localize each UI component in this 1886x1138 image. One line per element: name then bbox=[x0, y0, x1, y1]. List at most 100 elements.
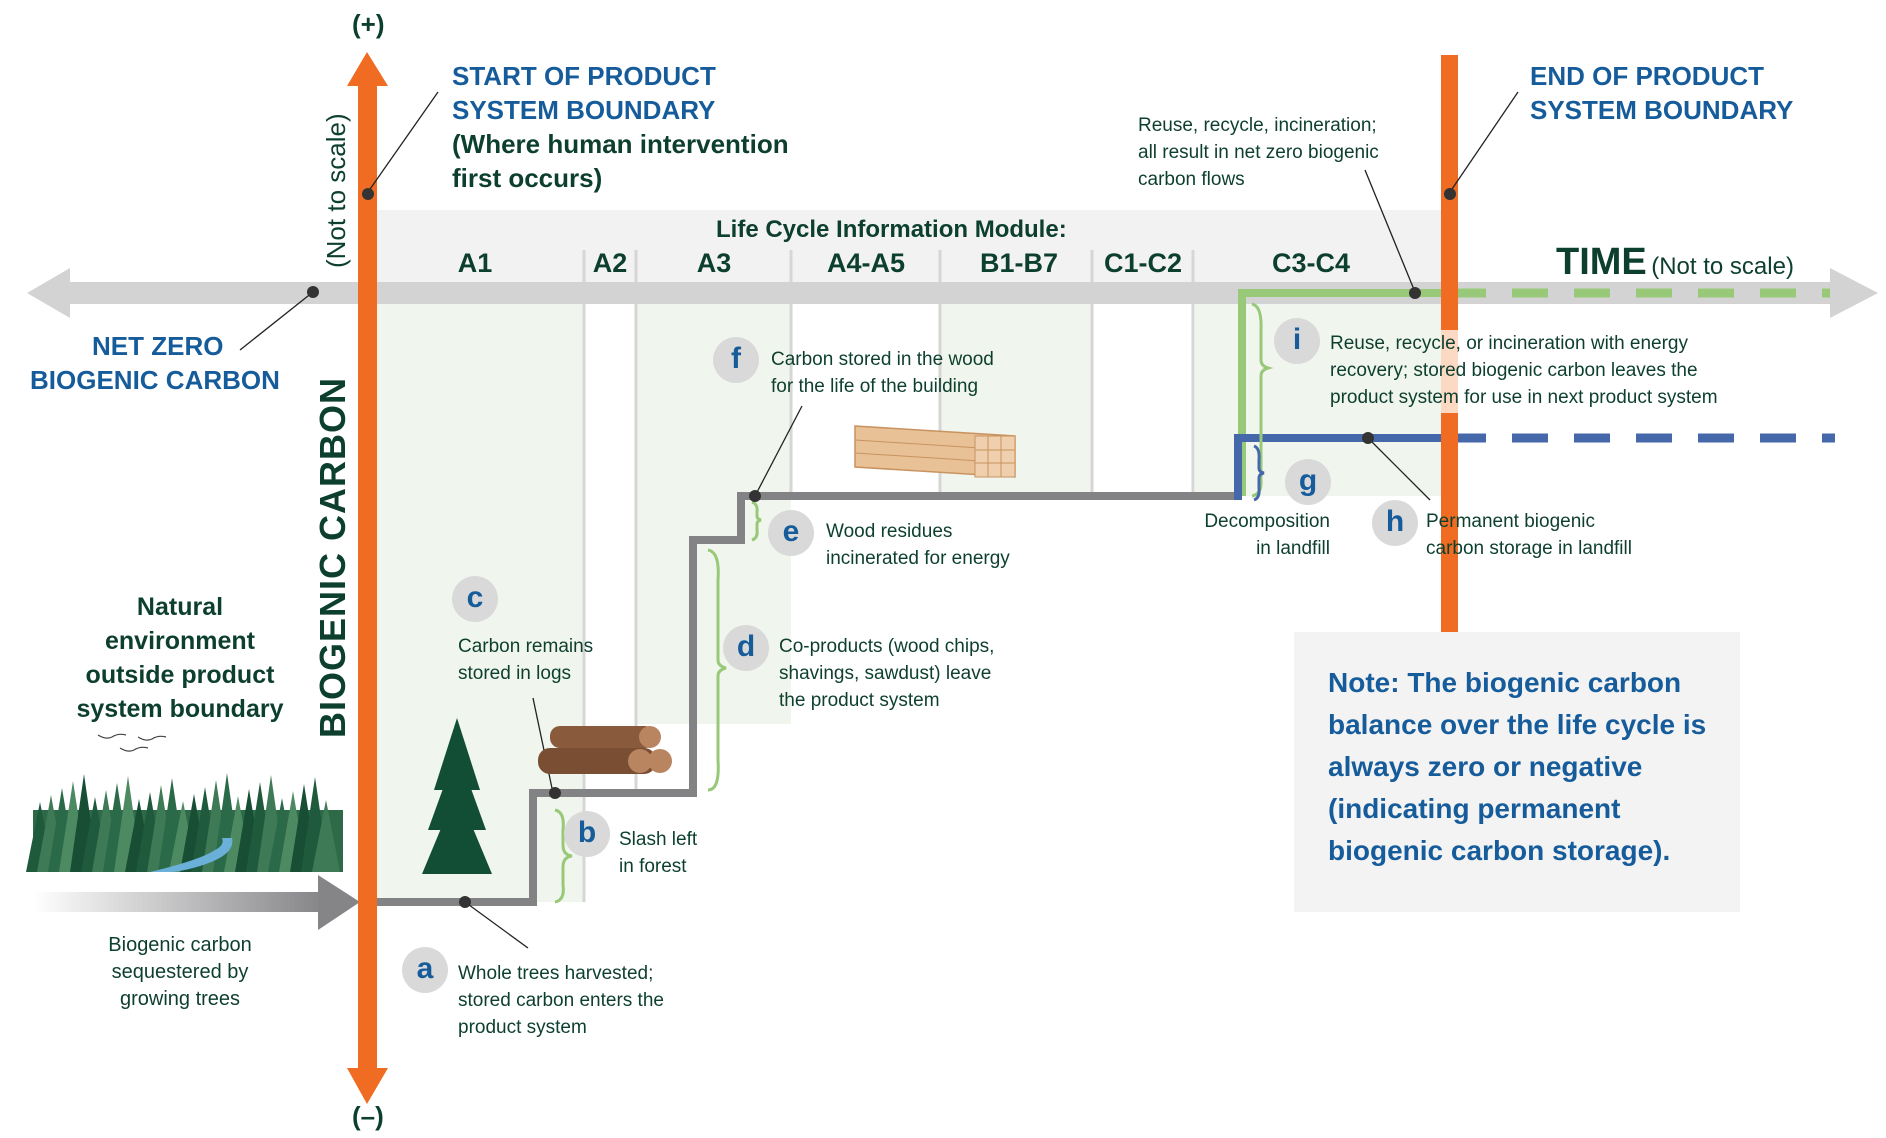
annotation-i-line-3: product system for use in next product s… bbox=[1330, 387, 1718, 408]
start-boundary-bar bbox=[358, 80, 377, 1070]
module-col-i-bg bbox=[1240, 300, 1440, 434]
annotation-g-line-1: Decomposition bbox=[1204, 511, 1330, 532]
end-flows-line-1: Reuse, recycle, incineration; bbox=[1138, 115, 1377, 136]
module-label-c3-c4: C3-C4 bbox=[1271, 248, 1351, 278]
annotation-d-badge: d bbox=[723, 625, 769, 671]
annotation-e-text: Wood residues incinerated for energy bbox=[826, 518, 1010, 572]
lumber-icon bbox=[854, 425, 1016, 478]
end-boundary-faded bbox=[1441, 330, 1458, 413]
annotation-h-line-2: carbon storage in landfill bbox=[1426, 538, 1632, 559]
module-header-title: Life Cycle Information Module: bbox=[716, 216, 1067, 243]
brace-d bbox=[707, 548, 727, 792]
sequestered-line-1: Biogenic carbon bbox=[108, 934, 252, 956]
natural-line-3: outside product bbox=[85, 661, 275, 689]
end-boundary-title-2: SYSTEM BOUNDARY bbox=[1530, 95, 1794, 125]
annotation-d-line-3: the product system bbox=[779, 690, 940, 711]
module-label-a2: A2 bbox=[592, 248, 628, 278]
natural-environment-label: Natural environment outside product syst… bbox=[30, 590, 330, 726]
annotation-d-text: Co-products (wood chips, shavings, sawdu… bbox=[779, 633, 994, 714]
annotation-a-badge: a bbox=[402, 947, 448, 993]
y-axis-minus-label: (–) bbox=[352, 1101, 384, 1131]
time-axis-right-arrow bbox=[1830, 268, 1878, 318]
time-axis-left-arrow bbox=[27, 268, 70, 318]
landfill-line bbox=[1234, 434, 1450, 500]
time-axis-label: TIME (Not to scale) bbox=[1556, 238, 1794, 287]
start-boundary-title-4: first occurs) bbox=[452, 163, 603, 193]
annotation-h-text: Permanent biogenic carbon storage in lan… bbox=[1426, 508, 1632, 562]
annotation-f-badge: f bbox=[713, 337, 759, 383]
annotation-b-line-1: Slash left bbox=[619, 829, 698, 850]
annotation-i-badge: i bbox=[1274, 318, 1320, 364]
reuse-line bbox=[1238, 289, 1450, 496]
natural-line-2: environment bbox=[104, 627, 256, 655]
module-label-b1-b7: B1-B7 bbox=[979, 248, 1059, 278]
single-tree-icon bbox=[422, 718, 492, 874]
leader-start-boundary bbox=[367, 91, 439, 193]
note-text: Note: The biogenic carbon balance over t… bbox=[1328, 667, 1707, 866]
annotation-g-badge: g bbox=[1285, 459, 1331, 505]
time-axis-title: TIME bbox=[1556, 241, 1647, 283]
time-axis bbox=[27, 268, 1878, 318]
natural-line-1: Natural bbox=[136, 593, 224, 621]
sequestered-label: Biogenic carbon sequestered by growing t… bbox=[40, 932, 320, 1013]
module-header-band bbox=[377, 210, 1441, 282]
annotation-g-line-2: in landfill bbox=[1256, 538, 1330, 559]
annotation-d-line-2: shavings, sawdust) leave bbox=[779, 663, 992, 684]
forest-illustration bbox=[26, 773, 343, 872]
brace-b bbox=[554, 808, 573, 904]
annotation-a-line-1: Whole trees harvested; bbox=[458, 963, 654, 984]
leader-net-zero bbox=[239, 291, 314, 351]
annotation-h-line-1: Permanent biogenic bbox=[1426, 511, 1595, 532]
annotation-c-line-1: Carbon remains bbox=[458, 636, 594, 657]
annotation-h-badge: h bbox=[1372, 500, 1418, 546]
dot-f bbox=[749, 490, 761, 502]
annotation-a-line-2: stored carbon enters the bbox=[458, 990, 664, 1011]
brace-g bbox=[1253, 444, 1265, 502]
annotation-f-text: Carbon stored in the wood for the life o… bbox=[771, 346, 994, 400]
end-flows-label: Reuse, recycle, incineration; all result… bbox=[1138, 112, 1379, 193]
annotation-i-text: Reuse, recycle, or incineration with ene… bbox=[1330, 330, 1718, 411]
marker-dots bbox=[307, 188, 1456, 908]
sequestered-line-3: growing trees bbox=[119, 988, 241, 1010]
annotation-g-text: Decomposition in landfill bbox=[1180, 508, 1330, 562]
note-box: Note: The biogenic carbon balance over t… bbox=[1294, 632, 1740, 912]
module-label-a1: A1 bbox=[457, 248, 493, 278]
time-axis-bar bbox=[70, 282, 1830, 304]
annotation-b-text: Slash left in forest bbox=[619, 826, 697, 880]
y-axis-plus-label: (+) bbox=[352, 9, 385, 39]
annotation-f-line-1: Carbon stored in the wood bbox=[771, 349, 994, 370]
start-boundary-up-arrow bbox=[347, 52, 388, 86]
time-axis-note: (Not to scale) bbox=[1651, 253, 1794, 280]
annotation-b-line-2: in forest bbox=[619, 856, 687, 877]
annotation-c-text: Carbon remains stored in logs bbox=[458, 633, 593, 687]
annotation-c-badge: c bbox=[452, 576, 498, 622]
river bbox=[150, 838, 233, 872]
end-flows-line-3: carbon flows bbox=[1138, 169, 1245, 190]
annotation-e-line-2: incinerated for energy bbox=[826, 548, 1010, 569]
module-label-a3: A3 bbox=[696, 248, 732, 278]
leader-lines bbox=[239, 91, 1519, 949]
logs-icon bbox=[538, 726, 672, 774]
leader-end-flows bbox=[1364, 169, 1416, 293]
sequestered-line-2: sequestered by bbox=[111, 961, 249, 983]
start-boundary-title-2: SYSTEM BOUNDARY bbox=[452, 95, 716, 125]
annotation-f-line-2: for the life of the building bbox=[771, 376, 979, 397]
start-boundary-title-3: (Where human intervention bbox=[452, 129, 789, 159]
leader-f bbox=[754, 405, 803, 497]
dot-end-flows bbox=[1409, 287, 1421, 299]
annotation-b-badge: b bbox=[564, 811, 610, 857]
annotation-d-line-1: Co-products (wood chips, bbox=[779, 636, 995, 657]
dot-end-boundary bbox=[1444, 188, 1456, 200]
module-label-c1-c2: C1-C2 bbox=[1103, 248, 1183, 278]
annotation-c-line-2: stored in logs bbox=[458, 663, 572, 684]
end-flows-line-2: all result in net zero biogenic bbox=[1138, 142, 1379, 163]
start-boundary-down-arrow bbox=[347, 1068, 388, 1104]
dot-a bbox=[459, 896, 471, 908]
dot-h bbox=[1362, 432, 1374, 444]
brace-e bbox=[751, 500, 762, 542]
start-boundary-title-1: START OF PRODUCT bbox=[452, 61, 716, 91]
leader-h bbox=[1367, 437, 1431, 501]
module-label-a4-a5: A4-A5 bbox=[826, 248, 906, 278]
annotation-e-badge: e bbox=[768, 510, 814, 556]
net-zero-label-1: NET ZERO bbox=[92, 331, 224, 361]
